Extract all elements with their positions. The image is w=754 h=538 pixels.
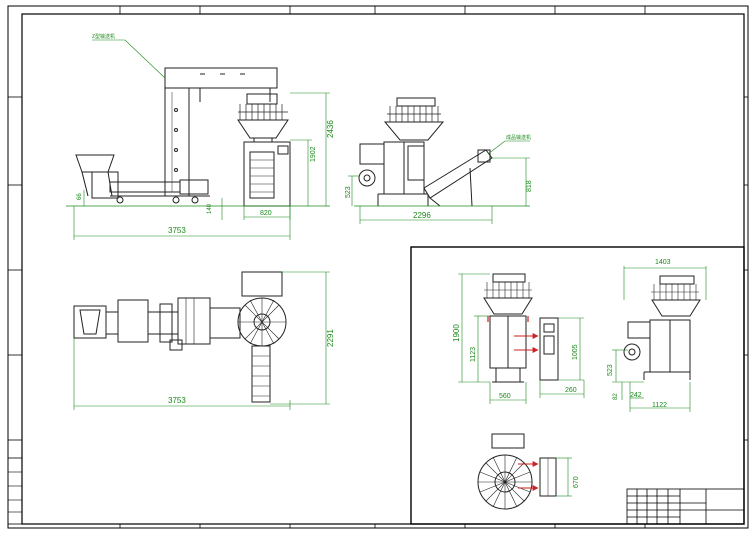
detail-top: 670	[477, 433, 580, 510]
dim-film-height: 523	[345, 186, 352, 198]
side-packer	[358, 141, 429, 206]
dim-top-depth: 2291	[326, 329, 335, 347]
z-conveyor-callout: Z型输送机	[92, 33, 166, 79]
output-conveyor-callout: 成品输送机	[487, 134, 531, 155]
detail-front: 1900 1123 560	[452, 273, 533, 404]
dim-side-width: 2296	[413, 211, 431, 220]
dim-cabinet-width: 260	[565, 387, 577, 394]
dim-detail-height: 1900	[452, 324, 461, 342]
dim-side-height: 818	[526, 180, 533, 192]
output-conveyor-label: 成品输送机	[506, 134, 531, 141]
packing-machine	[243, 141, 291, 207]
front-view: Z型输送机 3753 820 140 66 2436 1902	[66, 33, 335, 240]
top-view: 3753 2291	[73, 271, 335, 410]
dim-cabinet-height: 1005	[572, 344, 579, 360]
dim-top-detail-depth: 670	[573, 476, 580, 488]
control-cabinet: 1005 260	[514, 317, 585, 398]
side-view: 成品输送机 2296 818 523	[345, 97, 533, 224]
z-conveyor-label: Z型输送机	[92, 33, 115, 40]
side-weigher	[383, 97, 445, 141]
z-conveyor	[75, 67, 278, 204]
dim-packer-width: 820	[260, 210, 272, 217]
dim-height: 2436	[326, 120, 335, 138]
dim-side-base: 82	[613, 393, 619, 400]
dim-feeder-height: 66	[77, 193, 83, 200]
dim-side-width-detail: 1122	[652, 402, 667, 409]
drawing-frame	[7, 5, 749, 529]
dim-overall-width: 3753	[168, 226, 186, 235]
title-block	[626, 488, 745, 525]
dim-detail-width: 560	[499, 393, 511, 400]
top-layout	[73, 271, 287, 403]
side-dimensions	[348, 157, 530, 224]
multihead-weigher	[237, 93, 289, 143]
top-dimensions	[73, 271, 330, 410]
dim-side-top-width: 1403	[655, 259, 671, 266]
dim-side-offset: 242	[630, 392, 642, 399]
dim-side-film: 523	[607, 364, 614, 376]
dim-top-width: 3753	[168, 396, 186, 405]
dim-packer-height: 1902	[310, 146, 317, 162]
dim-detail-lower: 1123	[470, 347, 477, 362]
detail-side: 1403 523 82 242 1122	[607, 259, 707, 412]
dim-base-offset: 140	[207, 203, 213, 214]
front-dimensions	[73, 92, 330, 240]
output-conveyor	[423, 149, 493, 207]
